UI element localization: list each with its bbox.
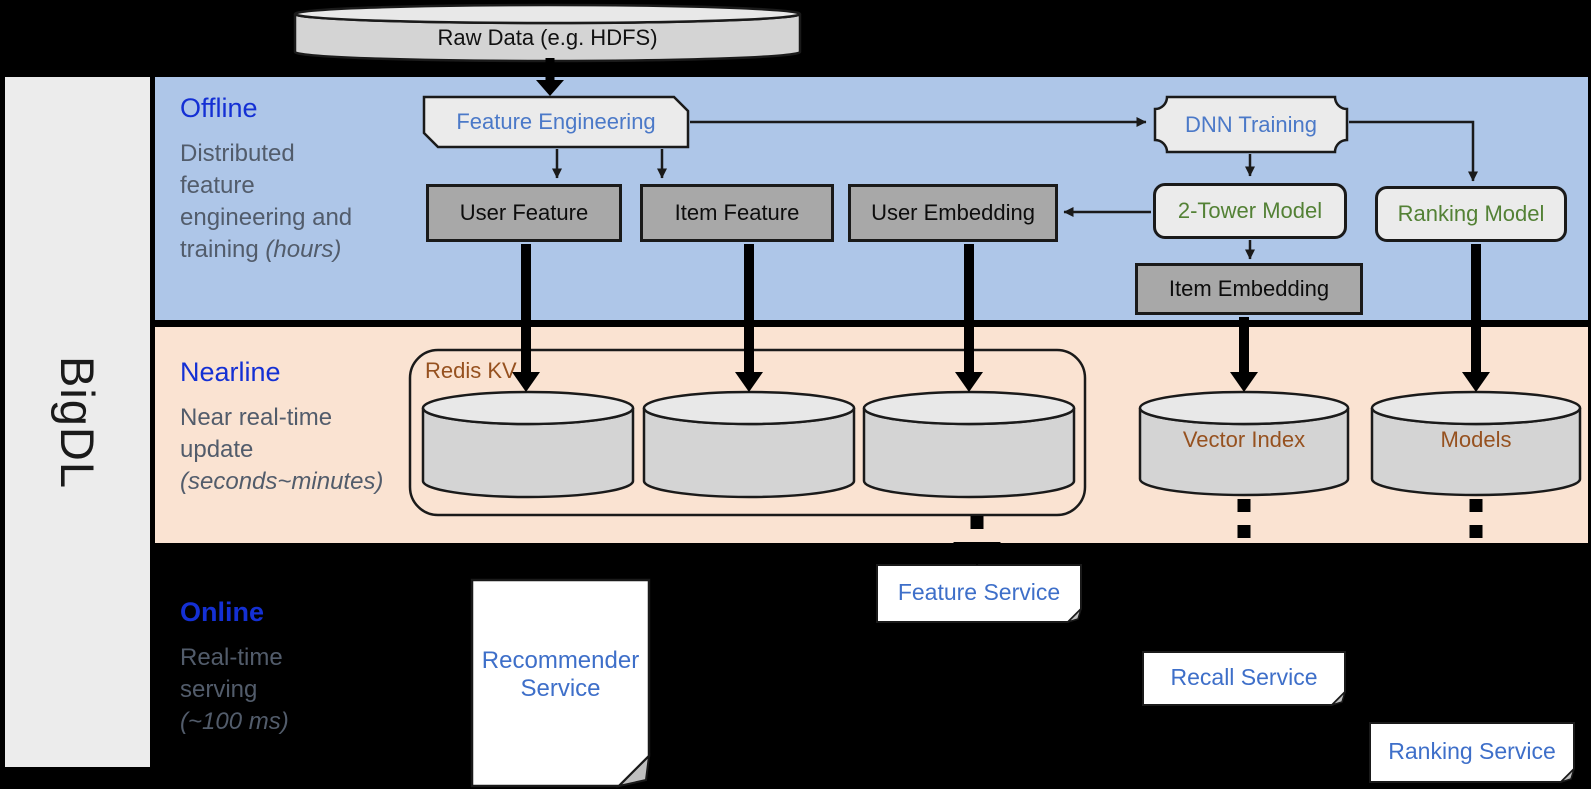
item-embedding-node: Item Embedding xyxy=(1135,263,1363,315)
recommender-service-label: Recommender Service xyxy=(481,647,640,702)
feature-service-doc xyxy=(876,564,1082,623)
feature-engineering-shape xyxy=(422,95,690,149)
online-desc-text: Real-time serving xyxy=(180,644,283,703)
offline-desc-text: Distributed feature engineering and trai… xyxy=(180,140,353,263)
dashed-connectors xyxy=(970,499,1483,541)
redis-kv-label: Redis KV xyxy=(425,358,517,383)
feature-service-label: Feature Service xyxy=(897,579,1061,605)
nearline-description: Near real-time update (seconds~minutes) xyxy=(180,402,440,498)
nearline-title: Nearline xyxy=(180,357,281,387)
offline-desc-italic: (hours) xyxy=(265,235,342,263)
online-description: Real-time serving (~100 ms) xyxy=(180,642,440,738)
online-desc-italic: (~100 ms) xyxy=(180,707,289,735)
redis-cylinder-3 xyxy=(862,390,1076,499)
vector-index-label: Vector Index xyxy=(1182,427,1306,452)
feature-engineering-label: Feature Engineering xyxy=(456,109,656,134)
models-cylinder xyxy=(1370,390,1582,497)
redis-cylinder-2 xyxy=(642,390,856,499)
ranking-service-label: Ranking Service xyxy=(1388,737,1556,764)
ranking-model-node: Ranking Model xyxy=(1375,186,1567,242)
offline-description: Distributed feature engineering and trai… xyxy=(180,138,440,266)
arrow-dnn-to-ranking-model xyxy=(1349,120,1478,182)
two-tower-model-node: 2-Tower Model xyxy=(1153,183,1347,239)
dashed-arrowhead-feature-service xyxy=(953,542,1001,565)
online-title: Online xyxy=(180,597,265,627)
ranking-service-doc xyxy=(1369,722,1575,783)
user-embedding-node: User Embedding xyxy=(848,184,1058,242)
vector-index-cylinder xyxy=(1138,390,1350,497)
thick-arrowheads xyxy=(512,80,1490,392)
user-feature-node: User Feature xyxy=(426,184,622,242)
redis-cylinder-1 xyxy=(421,390,635,499)
item-feature-node: Item Feature xyxy=(640,184,834,242)
thick-arrows xyxy=(521,58,1481,373)
thin-arrows xyxy=(552,117,1478,260)
nearline-desc-text: Near real-time update xyxy=(180,404,333,463)
recall-service-doc xyxy=(1142,651,1346,706)
recommender-service-doc xyxy=(470,578,651,788)
recall-service-label: Recall Service xyxy=(1170,664,1318,690)
raw-data-cylinder xyxy=(293,3,802,63)
offline-title: Offline xyxy=(180,93,258,123)
bigdl-sidebar: BigDL xyxy=(5,77,150,767)
models-label: Models xyxy=(1440,427,1512,452)
raw-data-label: Raw Data (e.g. HDFS) xyxy=(437,25,658,50)
nearline-desc-italic: (seconds~minutes) xyxy=(180,467,384,495)
dnn-training-label: DNN Training xyxy=(1184,111,1318,137)
dnn-training-shape xyxy=(1153,95,1349,154)
